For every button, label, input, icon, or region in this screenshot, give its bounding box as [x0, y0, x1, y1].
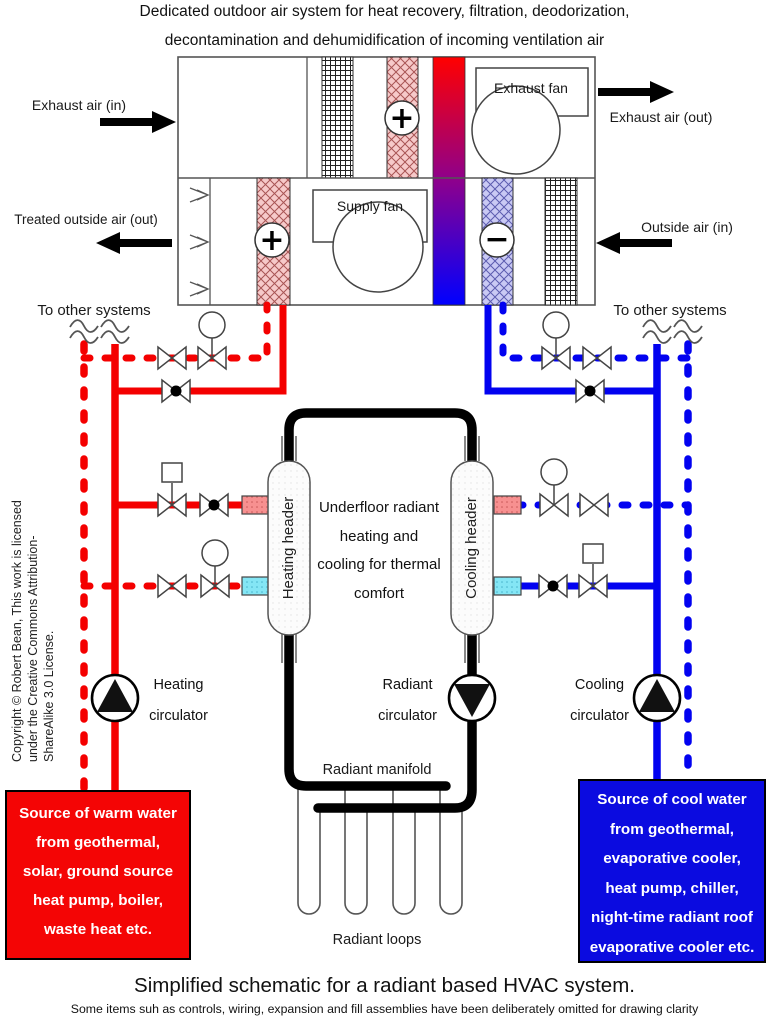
- cool-coil-badge: [479, 222, 515, 258]
- exhaust-air-in-arrow-icon: [100, 111, 176, 133]
- gate-valve-icon: [579, 493, 609, 517]
- cool-source-line: Source of cool water: [597, 791, 747, 808]
- description-line: cooling for thermal: [317, 556, 441, 573]
- copyright-line: under the Creative Commons Attribution-: [26, 535, 40, 763]
- diagram-title-line2: decontamination and dehumidification of …: [164, 32, 605, 49]
- warm-source-line: heat pump, boiler,: [33, 892, 163, 909]
- exhaust-air-out-label: Exhaust air (out): [609, 109, 713, 125]
- radiant-circulator-pump-icon: [447, 673, 497, 723]
- cooling-header-cool-stub: [493, 576, 522, 596]
- header-bridge-pipe: [284, 408, 477, 477]
- cooling-header-hot-stub: [493, 495, 522, 515]
- heating-header-vessel: [267, 460, 311, 636]
- supply-fan-label: Supply fan: [336, 198, 404, 214]
- cooling-circulator-label: Cooling circulator: [570, 677, 629, 724]
- gate-valve-icon: [157, 346, 187, 370]
- radiant-loop: [344, 786, 368, 915]
- exhaust-air-in-label: Exhaust air (in): [31, 97, 127, 113]
- warm-water-source-box: Source of warm water from geothermal, so…: [5, 790, 191, 960]
- heating-circulator-label: Heating circulator: [149, 677, 208, 724]
- radiant-loop: [439, 786, 463, 915]
- plus-icon: +: [389, 101, 414, 136]
- underfloor-description: Underfloor radiant heating and cooling f…: [302, 494, 456, 608]
- balancing-valve-icon: [575, 379, 605, 403]
- hot-return-branch-ahu: [80, 301, 271, 362]
- hydronic-headers: [241, 436, 522, 663]
- cool-source-line: heat pump, chiller,: [605, 879, 739, 897]
- cold-return-branch-ahu: [499, 301, 692, 362]
- diagram-title-line1: Dedicated outdoor air system for heat re…: [139, 3, 630, 20]
- intake-filter-icon: [544, 177, 578, 306]
- heating-header-cool-stub: [241, 576, 270, 596]
- copyright-line: Copyright © Robert Bean, This work is li…: [10, 500, 24, 762]
- radiant-loops-label: Radiant loops: [332, 932, 422, 948]
- balancing-valve-icon: [161, 379, 191, 403]
- plus-icon: +: [259, 223, 284, 258]
- cooling-header-vessel: [450, 460, 494, 636]
- warm-source-line: solar, ground source: [22, 863, 174, 880]
- exhaust-fan-icon: [471, 67, 589, 175]
- radiant-circulator-label: Radiant circulator: [378, 677, 437, 724]
- warm-source-line: waste heat etc.: [43, 921, 153, 938]
- heat-coil-badge: [254, 222, 290, 258]
- cool-water-source-box: Source of cool water from geothermal, ev…: [578, 779, 766, 963]
- balancing-valve-icon: [538, 574, 568, 598]
- cool-source-line: evaporative cooler etc.: [589, 938, 755, 956]
- diagram-caption: Simplified schematic for a radiant based…: [134, 974, 635, 997]
- pipe-break-icon: [642, 319, 672, 344]
- treated-outside-air-out-label: Treated outside air (out): [14, 212, 158, 227]
- radiant-manifold-label: Radiant manifold: [322, 762, 432, 778]
- description-line: Underfloor radiant: [318, 499, 440, 516]
- radiant-supply-manifold-pipe: [284, 623, 451, 791]
- heat-recovery-core-icon: [432, 56, 466, 306]
- pipe-break-icon: [69, 319, 99, 344]
- treated-air-out-arrow-icon: [96, 232, 172, 254]
- pipe-break-icon: [100, 319, 130, 344]
- to-other-systems-right-label: To other systems: [613, 302, 727, 319]
- copyright-line: ShareAlike 3.0 License.: [42, 630, 56, 762]
- balancing-valve-icon: [199, 493, 229, 517]
- gate-valve-icon: [157, 574, 187, 598]
- radiant-loops-icon: [297, 786, 463, 915]
- motorized-valve-icon: [539, 458, 569, 517]
- exhaust-air-out-arrow-icon: [598, 81, 674, 103]
- copyright-notice: Copyright © Robert Bean, This work is li…: [9, 422, 57, 762]
- cool-source-line: evaporative cooler,: [603, 850, 741, 867]
- radiant-piping: [284, 408, 477, 813]
- cooling-header-label: Cooling header: [463, 497, 480, 599]
- header-necks: [281, 436, 480, 663]
- outside-air-in-arrow-icon: [596, 232, 672, 254]
- cool-source-line: from geothermal,: [609, 820, 735, 838]
- exhaust-fan-label: Exhaust fan: [494, 80, 568, 96]
- cool-source-line: night-time radiant roof: [591, 909, 753, 926]
- minus-icon: −: [484, 222, 509, 257]
- heat-coil-badge: [384, 100, 420, 136]
- warm-source-line: Source of warm water: [19, 805, 177, 822]
- diagram-footnote: Some items suh as controls, wiring, expa…: [70, 1002, 699, 1016]
- to-other-systems-left-label: To other systems: [37, 302, 151, 319]
- outside-air-in-label: Outside air (in): [641, 219, 733, 235]
- supply-fan-icon: [312, 189, 428, 293]
- heating-header-hot-stub: [241, 495, 270, 515]
- exhaust-filter-icon: [321, 56, 354, 179]
- description-line: heating and: [339, 527, 419, 545]
- pipe-break-icon: [673, 319, 703, 344]
- radiant-return-manifold-pipe: [313, 623, 477, 813]
- radiant-loop: [297, 786, 321, 915]
- heating-header-label: Heating header: [280, 496, 297, 600]
- radiant-loop: [392, 786, 416, 915]
- description-line: comfort: [353, 584, 404, 602]
- warm-source-line: from geothermal,: [35, 834, 161, 851]
- gate-valve-icon: [582, 346, 612, 370]
